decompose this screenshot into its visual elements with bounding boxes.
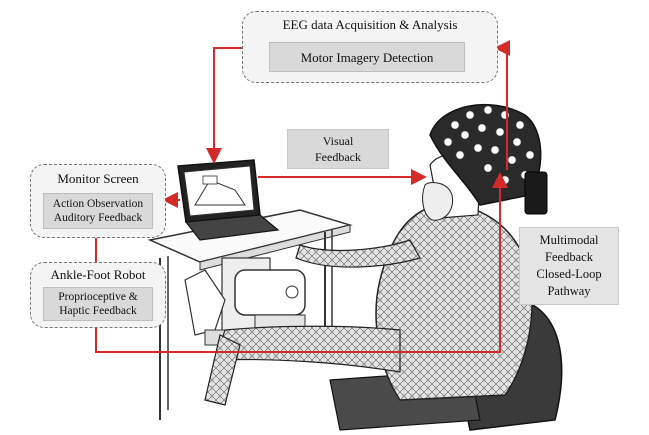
visual-feedback-line1: Visual [322, 134, 354, 148]
multimodal-line1: Multimodal [539, 233, 599, 247]
visual-feedback-box: Visual Feedback [287, 129, 389, 169]
haptic-feedback-label: Haptic Feedback [59, 305, 137, 317]
arrow-head-to-eeg [494, 40, 510, 170]
laptop-drawing [177, 159, 280, 241]
multimodal-line4: Pathway [547, 284, 591, 298]
multimodal-line2: Feedback [545, 250, 593, 264]
robot-title: Ankle-Foot Robot [50, 267, 146, 282]
multimodal-line3: Closed-Loop [536, 267, 602, 281]
robot-box: Ankle-Foot Robot Proprioceptive & Haptic… [30, 262, 166, 328]
motor-imagery-label: Motor Imagery Detection [300, 49, 434, 65]
monitor-box: Monitor Screen Action Observation Audito… [30, 164, 166, 238]
eeg-inner-box: Motor Imagery Detection [269, 42, 465, 72]
action-observation-label: Action Observation [52, 198, 144, 210]
eeg-title: EEG data Acquisition & Analysis [282, 17, 458, 32]
proprioceptive-label: Proprioceptive & [58, 291, 138, 303]
auditory-feedback-label: Auditory Feedback [53, 212, 143, 224]
robot-inner-box: Proprioceptive & Haptic Feedback [43, 287, 153, 321]
arrow-robot-to-head [95, 172, 508, 353]
eeg-box: EEG data Acquisition & Analysis Motor Im… [242, 11, 498, 83]
feedback-loop-arrows [95, 40, 510, 353]
arrow-eeg-to-laptop [206, 47, 242, 164]
multimodal-box: Multimodal Feedback Closed-Loop Pathway [519, 227, 619, 305]
visual-feedback-line2: Feedback [315, 150, 361, 164]
monitor-title: Monitor Screen [57, 171, 139, 186]
monitor-inner-box: Action Observation Auditory Feedback [43, 193, 153, 229]
